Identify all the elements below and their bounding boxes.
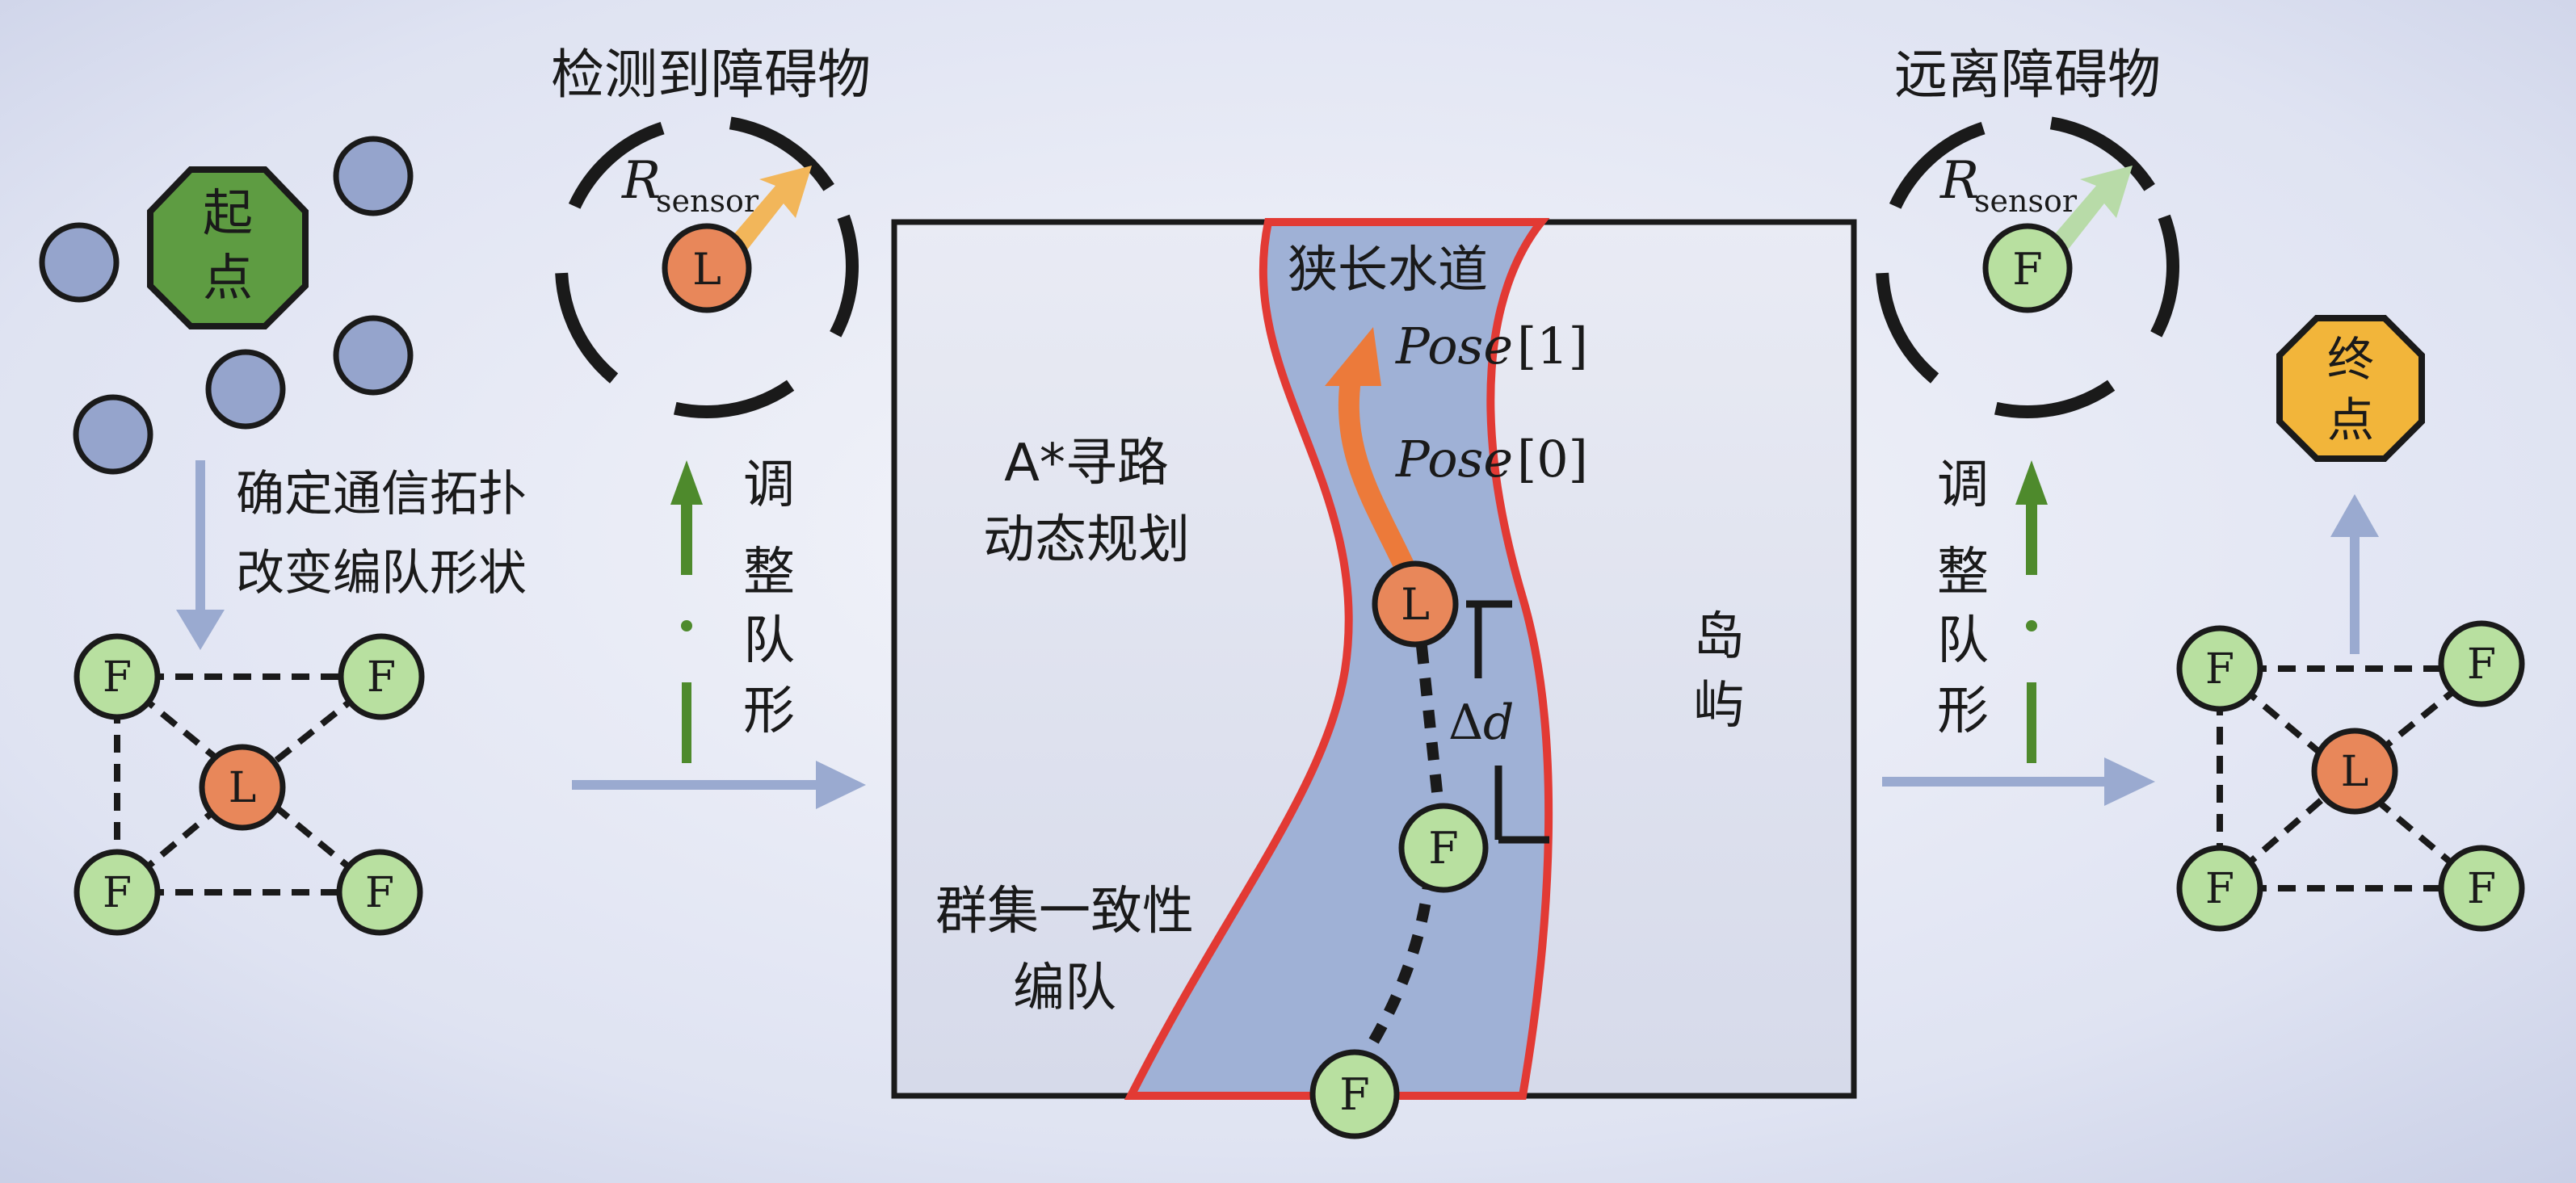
sensor-arrow-right xyxy=(2048,166,2133,260)
adjust-label-right: 形 xyxy=(1937,682,1989,741)
change-shape-label: 改变编队形状 xyxy=(236,545,527,602)
channel-formation-links xyxy=(1356,645,1443,1065)
delta-symbol: Δ xyxy=(1448,694,1483,751)
follower-node xyxy=(2438,845,2525,932)
start-label-1: 起 xyxy=(203,183,253,242)
formation-left: F F F F L xyxy=(74,633,425,936)
follower-label: F xyxy=(1428,823,1458,874)
follower-label: F xyxy=(2467,640,2496,689)
flow-arrow-right xyxy=(1882,757,2155,806)
r-sensor-subscript: sensor xyxy=(656,183,759,219)
flow-arrow-left xyxy=(572,761,866,809)
adjust-label-right: 队 xyxy=(1937,611,1989,671)
adjust-arrow-left xyxy=(670,460,703,763)
start-label-2: 点 xyxy=(203,248,253,307)
follower-label: F xyxy=(103,653,132,702)
pose0-index: [0] xyxy=(1517,430,1588,489)
astar-label-1: A*寻路 xyxy=(1004,434,1169,493)
sensor-arrow-left xyxy=(727,166,812,260)
adjust-arrow-right xyxy=(2015,460,2048,763)
plain-node xyxy=(39,222,120,303)
adjust-label-right: 调 xyxy=(1937,455,1989,515)
leader-node xyxy=(199,744,286,831)
follower-node xyxy=(2176,845,2263,932)
sensor-left: L R sensor xyxy=(555,115,859,418)
delta-variable: d xyxy=(1483,694,1514,751)
detect-obstacle-title: 检测到障碍物 xyxy=(551,44,871,106)
follower-node xyxy=(1982,223,2073,313)
end-label-2: 点 xyxy=(2327,392,2374,447)
leader-label: L xyxy=(1401,579,1430,630)
astar-label-2: 动态规划 xyxy=(983,510,1190,570)
start-node xyxy=(147,166,309,329)
follower-node xyxy=(336,849,423,936)
pose1-name: Pose xyxy=(1395,317,1513,375)
follower-label: F xyxy=(2012,244,2042,295)
start-cluster: 起 点 xyxy=(39,136,414,475)
follower-label: F xyxy=(2205,865,2234,913)
follower-node xyxy=(2176,625,2263,712)
follower-label: F xyxy=(365,869,394,917)
follower-label: F xyxy=(103,869,132,917)
follower-label: F xyxy=(367,653,396,702)
follower-node xyxy=(1309,1049,1400,1139)
leader-node xyxy=(1372,560,1459,648)
end-label-1: 终 xyxy=(2327,332,2374,387)
pose1-index: [1] xyxy=(1517,317,1588,375)
adjust-label-left: 调 xyxy=(743,455,795,515)
plain-node xyxy=(73,394,153,475)
sensor-right: F R sensor xyxy=(1876,115,2179,418)
follower-node xyxy=(74,633,161,720)
follower-node xyxy=(1398,803,1489,893)
r-sensor-symbol: R xyxy=(621,151,661,211)
leader-label: L xyxy=(692,244,721,295)
follower-label: F xyxy=(2205,645,2234,694)
swarm-label-2: 编队 xyxy=(1013,959,1116,1018)
adjust-label-left: 整 xyxy=(743,543,795,602)
formation-right: F F F F L xyxy=(2176,620,2525,932)
island-label-2: 屿 xyxy=(1693,676,1745,736)
leader-node xyxy=(662,223,752,313)
plain-node xyxy=(333,136,414,216)
end-node-group: 终 点 xyxy=(2276,315,2425,462)
pose0-name: Pose xyxy=(1395,430,1513,489)
plain-node xyxy=(333,315,414,396)
leave-obstacle-title: 远离障碍物 xyxy=(1894,44,2161,106)
up-arrow-right xyxy=(2330,494,2379,654)
r-sensor-subscript: sensor xyxy=(1974,183,2078,219)
adjust-label-right: 整 xyxy=(1937,543,1989,602)
leader-node xyxy=(2311,728,2398,815)
adjust-label-left: 队 xyxy=(743,611,795,671)
follower-node xyxy=(2438,620,2525,707)
leader-label: L xyxy=(229,764,257,812)
channel-label: 狭长水道 xyxy=(1288,240,1488,299)
swarm-label-1: 群集一致性 xyxy=(935,882,1194,942)
leader-label: L xyxy=(2341,748,2369,796)
follower-label: F xyxy=(1339,1069,1369,1120)
follower-label: F xyxy=(2467,865,2496,913)
follower-node xyxy=(338,633,425,720)
topology-label: 确定通信拓扑 xyxy=(236,466,527,522)
adjust-label-left: 形 xyxy=(743,682,795,741)
planned-path-arrow xyxy=(1325,327,1414,576)
down-arrow-left xyxy=(176,460,225,650)
island-label-1: 岛 xyxy=(1693,607,1745,667)
spacing-marks xyxy=(1466,600,1549,844)
plain-node xyxy=(205,349,286,430)
r-sensor-symbol: R xyxy=(1939,151,1979,211)
end-node xyxy=(2276,315,2425,462)
follower-node xyxy=(74,849,161,936)
